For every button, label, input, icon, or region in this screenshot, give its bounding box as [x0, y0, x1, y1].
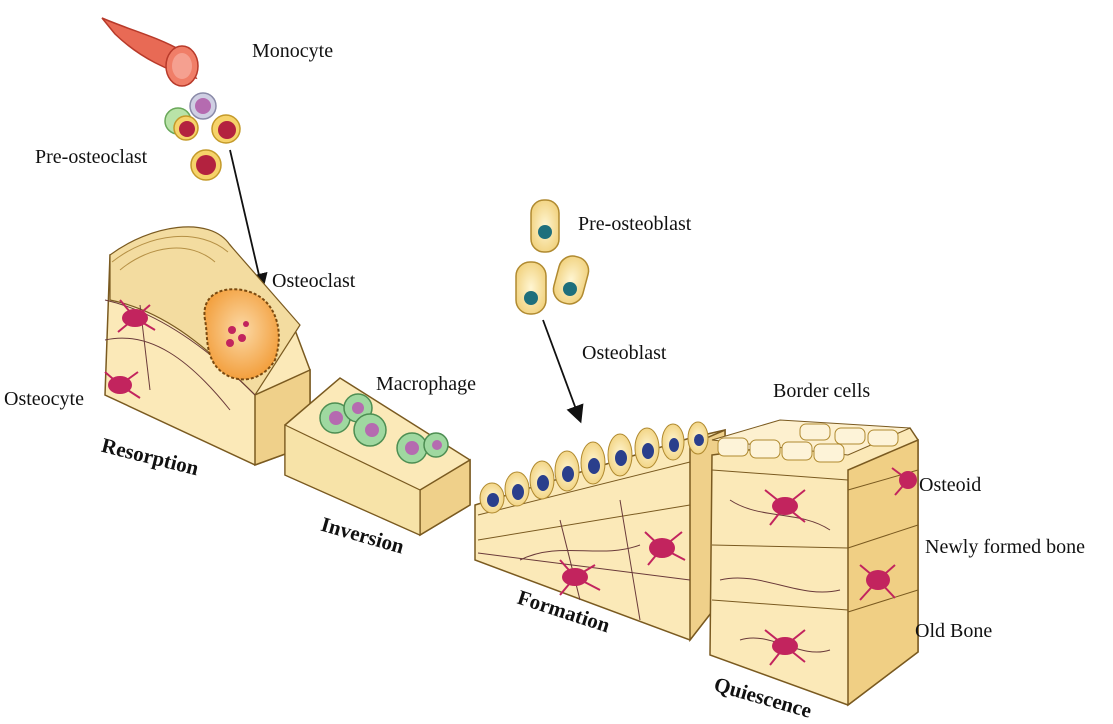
arrow-osteoblast [543, 320, 580, 420]
inversion-block [285, 378, 470, 535]
label-newly-formed-bone: Newly formed bone [925, 536, 1085, 559]
label-macrophage: Macrophage [376, 373, 476, 396]
label-osteoblast: Osteoblast [582, 342, 666, 365]
label-osteoid: Osteoid [919, 474, 981, 497]
label-border-cells: Border cells [773, 380, 870, 403]
label-pre-osteoclast: Pre-osteoclast [35, 146, 147, 169]
label-osteocyte: Osteocyte [4, 388, 84, 411]
label-monocyte: Monocyte [252, 40, 333, 63]
blood-vessel [102, 18, 198, 86]
label-pre-osteoblast: Pre-osteoblast [578, 213, 691, 236]
formation-block [475, 422, 725, 640]
label-old-bone: Old Bone [915, 620, 992, 643]
osteoclast-cell [204, 289, 278, 379]
quiescence-block [710, 420, 918, 705]
monocyte-cells [165, 93, 240, 180]
label-osteoclast: Osteoclast [272, 270, 355, 293]
